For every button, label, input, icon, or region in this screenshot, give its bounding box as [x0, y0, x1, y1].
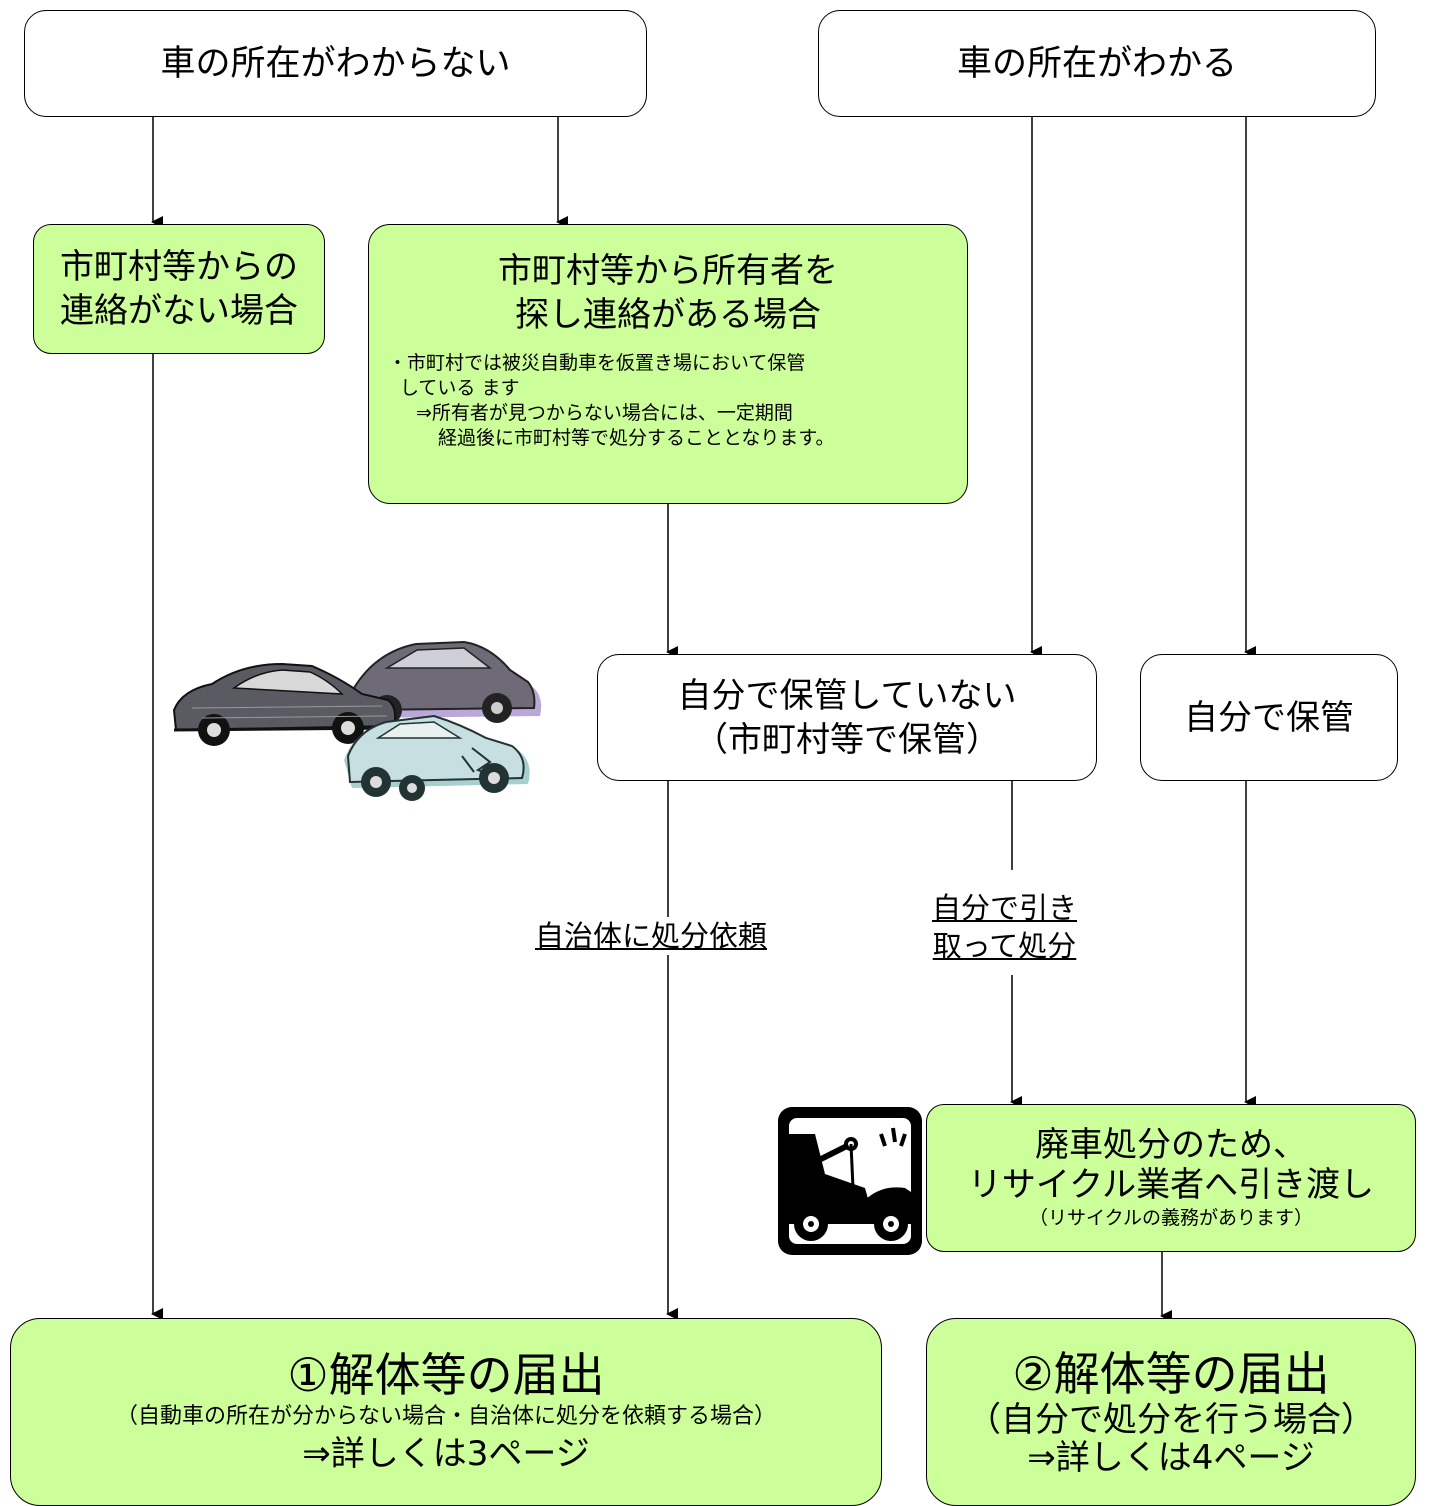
node-contact-note-line3: ⇒所有者が見つからない場合には、一定期間 — [416, 402, 793, 424]
node-result-2-subtitle: （自分で処分を行う場合） — [967, 1400, 1375, 1440]
node-location-known-label: 車の所在がわかる — [956, 43, 1237, 84]
node-no-contact-line1: 市町村等からの — [60, 247, 298, 287]
node-contact-note-line2: している ます — [400, 377, 520, 399]
node-recycler: 廃車処分のため、 リサイクル業者へ引き渡し （リサイクルの義務があります） — [926, 1104, 1416, 1252]
node-location-known: 車の所在がわかる — [818, 10, 1376, 117]
node-result-1-title: ①解体等の届出 — [287, 1348, 605, 1402]
node-contact-title-line2: 探し連絡がある場合 — [515, 295, 821, 335]
node-result-2: ②解体等の届出 （自分で処分を行う場合） ⇒詳しくは4ページ — [926, 1318, 1416, 1506]
node-contact-note-line1: ・市町村では被災自動車を仮置き場において保管 — [388, 352, 806, 374]
node-contact-note: ・市町村では被災自動車を仮置き場において保管 している ます ⇒所有者が見つから… — [388, 351, 948, 451]
node-result-1: ①解体等の届出 （自動車の所在が分からない場合・自治体に処分を依頼する場合） ⇒… — [10, 1318, 882, 1506]
node-result-1-subtitle: （自動車の所在が分からない場合・自治体に処分を依頼する場合） — [115, 1404, 776, 1429]
node-no-contact: 市町村等からの 連絡がない場合 — [33, 224, 325, 354]
node-contact-title-line1: 市町村等から所有者を — [498, 251, 838, 291]
edge-label-self-dispose-line1: 自分で引き — [932, 891, 1078, 925]
edge-label-ask-municipality: 自治体に処分依頼 — [535, 917, 768, 955]
node-result-1-reference: ⇒詳しくは3ページ — [302, 1434, 590, 1474]
damaged-cars-illustration-icon — [172, 640, 542, 801]
node-recycler-title-line2: リサイクル業者へ引き渡し — [967, 1165, 1375, 1205]
node-result-2-reference: ⇒詳しくは4ページ — [1027, 1438, 1315, 1478]
tow-truck-icon — [778, 1107, 922, 1255]
node-result-2-title: ②解体等の届出 — [1012, 1347, 1330, 1401]
node-location-unknown-label: 車の所在がわからない — [160, 43, 511, 84]
node-contact: 市町村等から所有者を 探し連絡がある場合 ・市町村では被災自動車を仮置き場におい… — [368, 224, 968, 504]
node-not-stored-line1: 自分で保管していない — [677, 675, 1017, 716]
edge-label-self-dispose: 自分で引き 取って処分 — [932, 889, 1078, 965]
node-recycler-title-line1: 廃車処分のため、 — [1035, 1125, 1307, 1165]
node-stored: 自分で保管 — [1140, 654, 1398, 781]
node-no-contact-line2: 連絡がない場合 — [60, 291, 298, 331]
node-not-stored-line2: （市町村等で保管） — [694, 719, 1000, 760]
node-contact-note-line4: 経過後に市町村等で処分することとなります。 — [438, 427, 835, 449]
edge-label-self-dispose-line2: 取って処分 — [932, 929, 1077, 963]
node-recycler-note: （リサイクルの義務があります） — [1028, 1207, 1314, 1229]
node-stored-label: 自分で保管 — [1184, 697, 1354, 738]
node-not-stored: 自分で保管していない （市町村等で保管） — [597, 654, 1097, 781]
node-location-unknown: 車の所在がわからない — [24, 10, 647, 117]
